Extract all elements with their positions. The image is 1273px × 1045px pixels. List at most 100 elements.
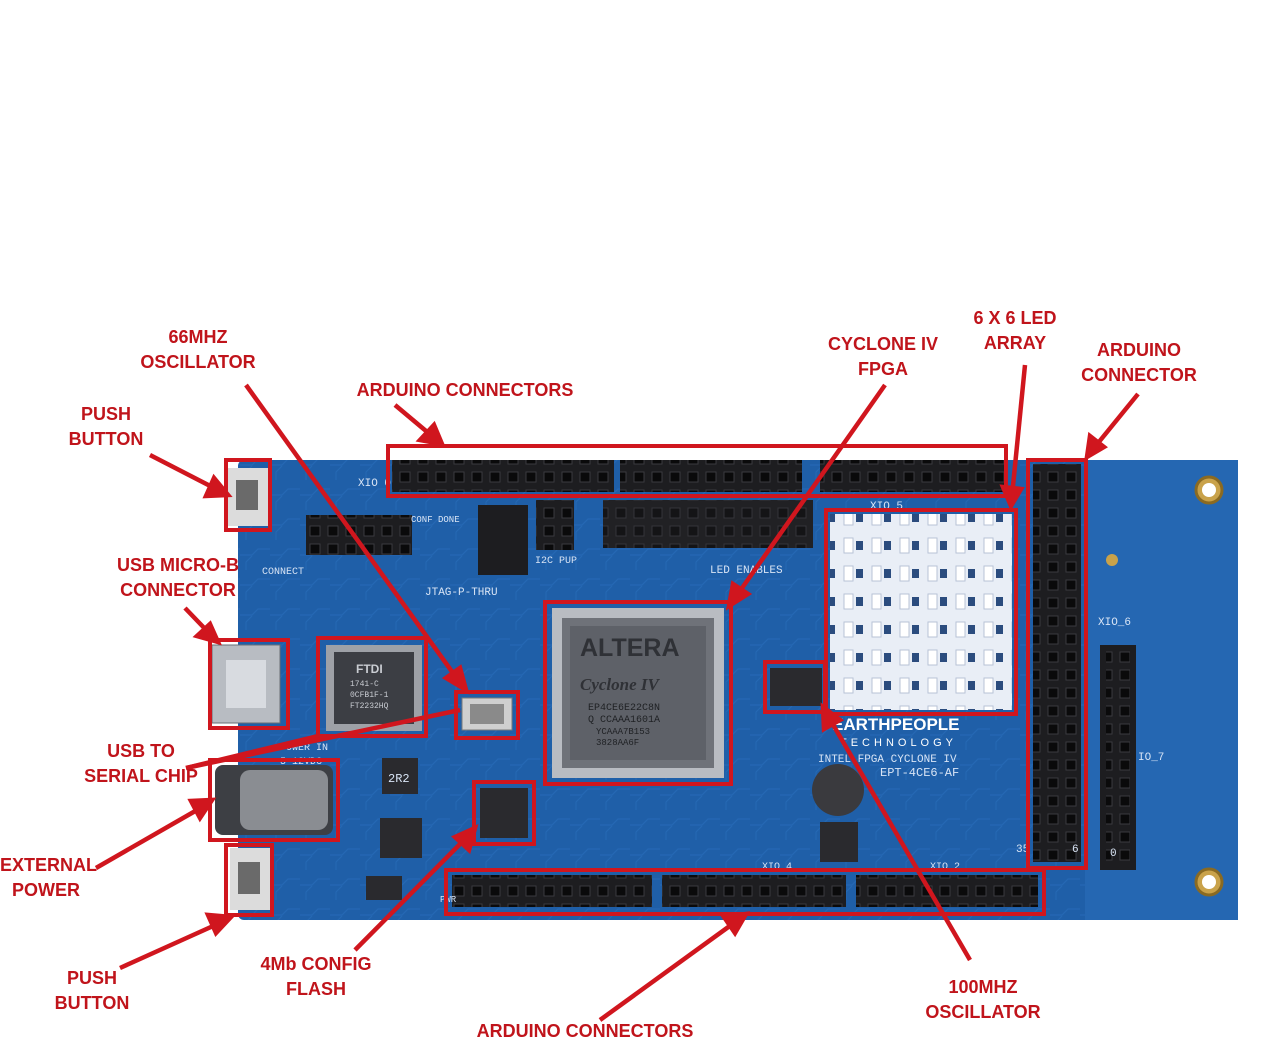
brand-line3: INTEL FPGA CYCLONE IV [818,754,957,766]
label-usb-micro-b: USB MICRO-B CONNECTOR [106,553,250,603]
fpga-part: EP4CE6E22C8N [588,703,660,714]
silk-xio7: IO_7 [1138,752,1164,764]
box-push-button-bottom [224,843,274,917]
silk-i2c-pup: I2C PUP [535,556,577,567]
label-line: ARDUINO [1097,340,1181,360]
silk-connect: CONNECT [262,567,304,578]
box-config-flash [472,780,536,846]
arrow-ext-power [94,804,206,870]
box-osc-66 [454,690,520,740]
label-line: BUTTON [54,993,130,1013]
label-push-button-bottom: PUSH BUTTON [46,966,138,1016]
label-line: 6 X 6 LED [973,308,1057,328]
box-osc-100 [763,660,827,714]
arrow-push-top [148,452,220,493]
label-usb-to-serial: USB TO SERIAL CHIP [78,739,204,789]
box-led-array [824,508,1018,716]
box-fpga [543,600,733,786]
label-line: SERIAL CHIP [84,766,198,786]
label-line: 66MHZ [168,327,228,347]
label-oscillator-66: 66MHZ OSCILLATOR [138,325,258,375]
label-line: EXTERNAL [0,855,98,875]
label-line: USB MICRO-B [117,555,239,575]
label-arduino-connectors-bottom: ARDUINO CONNECTORS [470,1019,700,1044]
label-line: 4Mb CONFIG [260,954,372,974]
arrow-arduino-right [1092,392,1140,450]
label-line: ARDUINO CONNECTORS [476,1021,694,1041]
fpga-line4: 3828AA6F [596,738,639,748]
small-components [366,668,864,900]
silk-power-v: 5-12VDC [280,757,322,768]
silk-xio6: XIO_6 [1098,617,1131,629]
arrow-osc-100 [826,714,972,962]
silk-pin0: 0 [1110,848,1117,860]
fpga-markings: ALTERA Cyclone IV EP4CE6E22C8N Q CCAAA16… [580,634,680,748]
ftdi-line1: 1741-C [350,680,379,689]
silk-xio4: XIO 4 [762,862,792,873]
box-usb-serial [316,636,428,738]
arrow-fpga [733,383,887,600]
silk-conf-done: CONF DONE [411,515,460,525]
box-arduino-right [1026,458,1088,870]
label-line: ARRAY [983,333,1047,353]
label-config-flash: 4Mb CONFIG FLASH [246,952,386,1002]
label-line: CYCLONE IV [827,334,938,354]
label-line: POWER [11,880,80,900]
label-line: OSCILLATOR [140,352,256,372]
jtag-headers [306,500,574,575]
label-line: USB TO [107,741,175,761]
arduino-header-right [1033,464,1136,870]
silk-power-in: POWER IN [280,743,328,754]
label-external-power: EXTERNAL POWER [0,853,98,903]
label-led-array: 6 X 6 LED ARRAY [958,306,1072,356]
silk-pin35: 35 [1016,844,1029,856]
silk-led-enables: LED ENABLES [710,565,783,577]
silk-pwr: PWR [440,895,457,905]
arrow-osc-66 [244,383,460,682]
label-line: CONNECTOR [1081,365,1197,385]
label-line: ARDUINO CONNECTORS [356,380,574,400]
arrow-led [1009,364,1028,497]
arrow-push-bottom [119,919,223,971]
label-arduino-connector-right: ARDUINO CONNECTOR [1074,338,1204,388]
arrow-usb-serial-2 [185,707,461,771]
silk-xio2: XIO 2 [930,862,960,873]
silk-pin6: 6 [1072,844,1079,856]
led-matrix [830,514,1012,710]
fpga-line3: YCAAA7B153 [596,727,650,737]
label-line: CONNECTOR [120,580,236,600]
ftdi-line2: 0CFB1F-1 [350,691,389,700]
ftdi-chip [326,645,422,731]
highlight-boxes [208,444,1088,917]
connectors-left [211,468,333,910]
label-line: PUSH [80,404,131,424]
label-oscillator-100: 100MHZ OSCILLATOR [920,975,1046,1025]
leader-arrows [94,364,1140,1022]
box-arduino-top [386,444,1008,498]
box-usb-micro-b [208,638,290,730]
brand-line2: TECHNOLOGY [840,737,957,749]
arduino-header-top [392,460,1006,548]
brand-line4: EPT-4CE6-AF [880,766,959,780]
label-line: 100MHZ [948,977,1018,997]
label-line: BUTTON [68,429,144,449]
arduino-header-bottom [452,875,1038,907]
fpga-logo: ALTERA [580,634,680,662]
ftdi-markings: FTDI 1741-C 0CFB1F-1 FT2232HQ [350,662,389,711]
label-line: OSCILLATOR [925,1002,1041,1022]
label-arduino-connectors-top: ARDUINO CONNECTORS [350,378,580,403]
fpga-family: Cyclone IV [580,675,661,694]
ftdi-line3: FT2232HQ [350,702,389,711]
label-cyclone-fpga: CYCLONE IV FPGA [818,332,948,382]
arrow-arduino-bottom [598,918,740,1022]
ftdi-logo: FTDI [356,662,383,676]
silk-jtag: JTAG-P-THRU [425,587,498,599]
label-line: PUSH [66,968,117,988]
fpga-line2: Q CCAAA1601A [588,715,660,726]
arrow-flash [353,834,470,952]
silk-xio0: XIO 0 [358,478,391,490]
label-line: FLASH [286,979,346,999]
label-push-button-top: PUSH BUTTON [60,402,152,452]
